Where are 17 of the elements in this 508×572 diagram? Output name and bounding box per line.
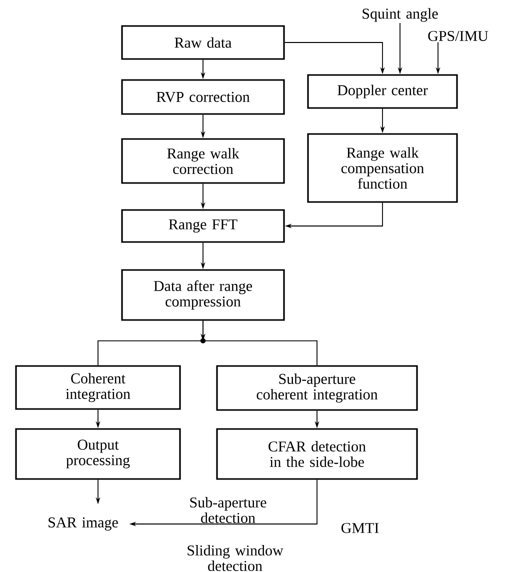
- process-box: Range walk correction: [121, 138, 285, 184]
- process-box: Data after range compression: [121, 269, 285, 321]
- process-box: RVP correction: [121, 79, 285, 115]
- text-label: GPS/IMU: [428, 30, 488, 42]
- text-label: Sliding window detection: [188, 545, 284, 572]
- process-box: Output processing: [15, 428, 181, 480]
- process-box: Sub-aperture coherent integration: [216, 365, 418, 411]
- edge-label: Sub-aperture detection: [190, 497, 266, 524]
- process-box: Range walk compensation function: [307, 133, 458, 203]
- process-box: Coherent integration: [15, 365, 181, 410]
- process-box: Range FFT: [121, 209, 285, 243]
- process-box: Doppler center: [307, 74, 458, 109]
- text-label: SAR image: [48, 517, 118, 531]
- text-label: Squint angle: [362, 8, 438, 22]
- process-box: Raw data: [121, 25, 285, 60]
- process-box: CFAR detection in the side-lobe: [216, 428, 418, 480]
- text-label: GMTI: [341, 522, 379, 534]
